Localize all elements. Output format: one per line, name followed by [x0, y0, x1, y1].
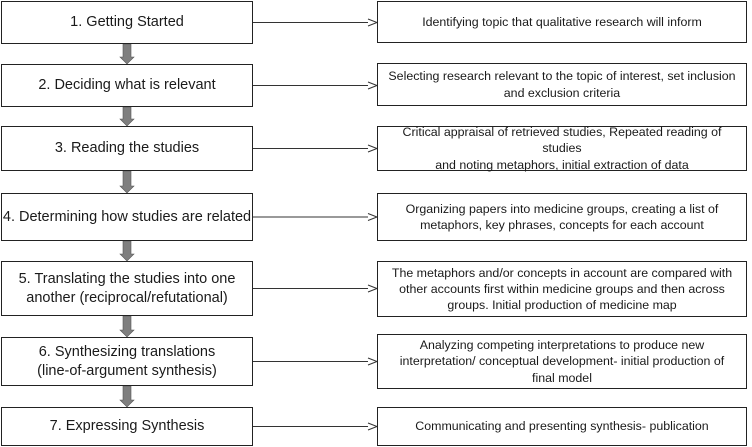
down-arrow: [119, 170, 135, 194]
connector-arrowhead: [367, 144, 379, 153]
down-arrow: [119, 315, 135, 338]
description-box-6: Analyzing competing interpretations to p…: [377, 334, 747, 389]
down-arrow: [119, 106, 135, 127]
step-box-5: 5. Translating the studies into one anot…: [1, 261, 253, 316]
connector-arrowhead: [367, 357, 379, 366]
step-label: 1. Getting Started: [70, 14, 184, 31]
step-description: Selecting research relevant to the topic…: [388, 69, 736, 100]
step-description: The metaphors and/or concepts in account…: [391, 265, 733, 313]
step-box-3: 3. Reading the studies: [1, 126, 253, 171]
down-arrow: [119, 240, 135, 262]
down-arrow: [119, 385, 135, 408]
step-description: Identifying topic that qualitative resea…: [422, 14, 702, 29]
step-box-6: 6. Synthesizing translations (line-of-ar…: [1, 337, 253, 386]
description-box-3: Critical appraisal of retrieved studies,…: [377, 125, 747, 172]
description-box-1: Identifying topic that qualitative resea…: [377, 1, 747, 43]
step-description: Critical appraisal of retrieved studies,…: [402, 125, 722, 172]
step-box-4: 4. Determining how studies are related: [1, 193, 253, 241]
description-box-5: The metaphors and/or concepts in account…: [377, 261, 747, 317]
step-label: 5. Translating the studies into one anot…: [18, 270, 236, 306]
step-box-2: 2. Deciding what is relevant: [1, 64, 253, 107]
step-box-1: 1. Getting Started: [1, 1, 253, 44]
step-label: 2. Deciding what is relevant: [38, 77, 216, 94]
step-label: 6. Synthesizing translations (line-of-ar…: [37, 343, 217, 379]
step-label: 7. Expressing Synthesis: [49, 418, 205, 435]
connector-arrowhead: [367, 422, 379, 431]
step-description: Analyzing competing interpretations to p…: [399, 338, 725, 385]
step-label: 3. Reading the studies: [54, 140, 200, 157]
step-description: Communicating and presenting synthesis- …: [415, 419, 709, 434]
step-label: 4. Determining how studies are related: [2, 208, 252, 225]
down-arrow: [119, 43, 135, 65]
connector-arrowhead: [367, 81, 379, 90]
description-box-2: Selecting research relevant to the topic…: [377, 63, 747, 106]
connector-arrowhead: [367, 213, 379, 221]
description-box-4: Organizing papers into medicine groups, …: [377, 193, 747, 241]
description-box-7: Communicating and presenting synthesis- …: [377, 407, 747, 446]
step-box-7: 7. Expressing Synthesis: [1, 407, 253, 446]
step-description: Organizing papers into medicine groups, …: [405, 201, 719, 232]
connector-arrowhead: [367, 284, 379, 293]
connector-arrowhead: [367, 18, 379, 27]
